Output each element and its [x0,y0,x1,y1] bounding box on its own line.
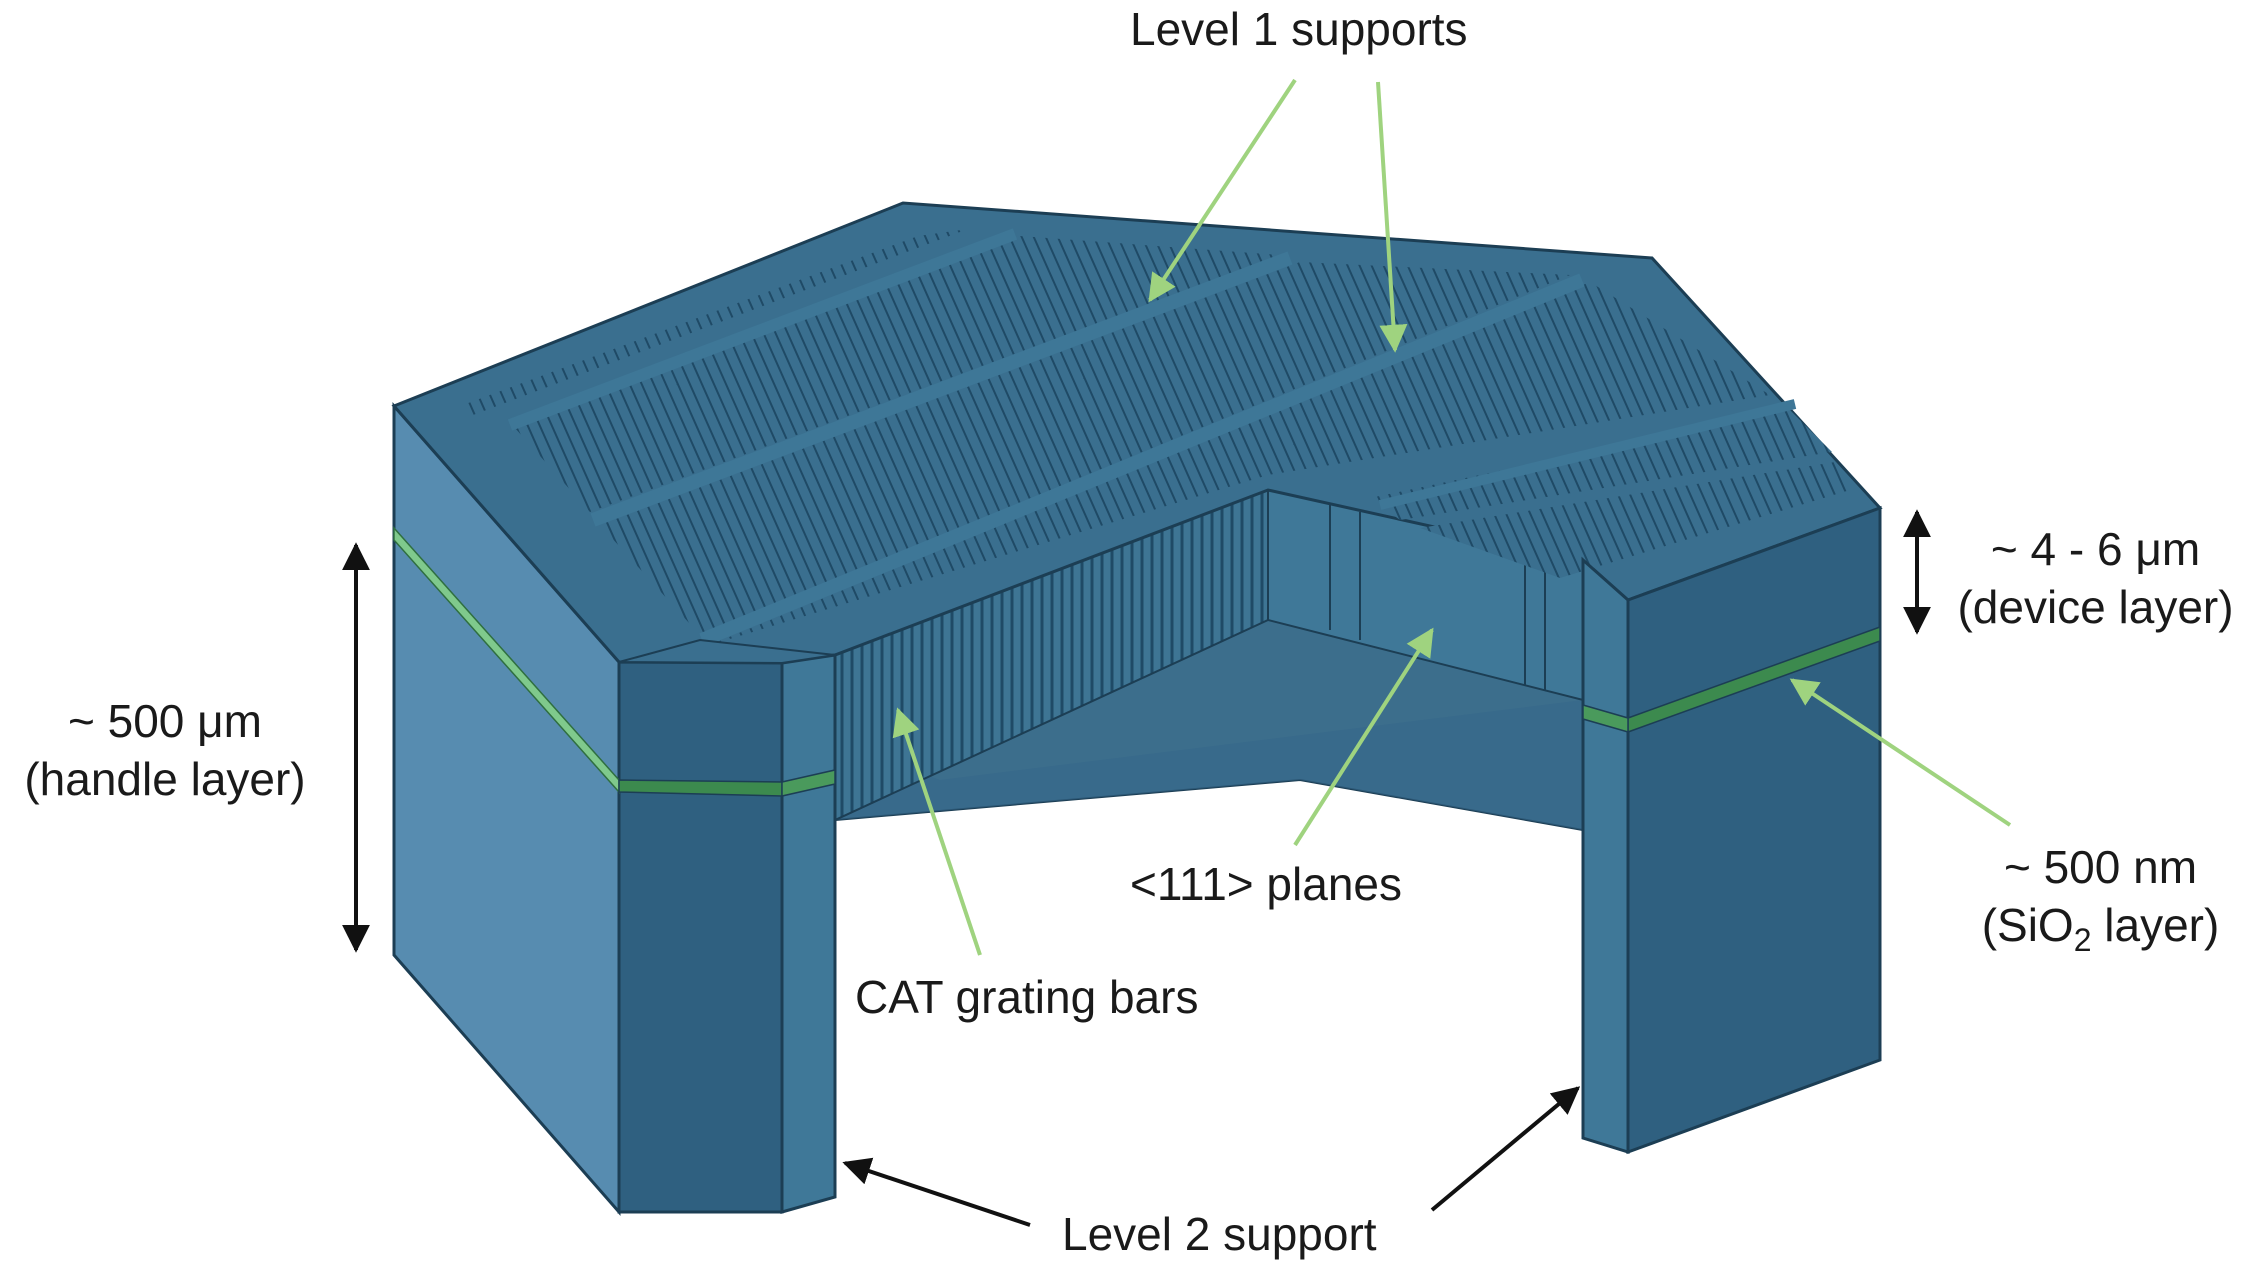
level1-beam [1378,399,1797,510]
level2-arrow-left [842,1157,1031,1227]
grating-panel [515,236,1280,512]
planes-arrow [1293,627,1434,847]
grating-panel [710,282,1770,645]
device-layer-label: ~ 4 - 6 μm (device layer) [1957,523,2234,633]
left-pillar-side [780,653,837,1214]
oxide-arrow [1789,678,2012,827]
left-pillar-front [617,660,784,1214]
right-pillar-front [1626,505,1882,1155]
left-pillar-cap [618,638,836,665]
level2-arrow-right [1430,1086,1581,1212]
inner-floor [835,700,1583,830]
level1-arrow-right [1376,81,1408,353]
oxide-band-right-side [1582,704,1629,733]
grating-panel [463,229,968,415]
grating-structure [391,201,1883,1216]
right-pillar-side [1581,556,1630,1155]
level2-support-label: Level 2 support [1062,1208,1377,1260]
cat-bars-arrow [892,707,982,956]
oxide-band-left-inner [781,769,836,797]
callout-arrows [342,78,2012,1227]
grating-panel [1420,462,1850,578]
oxide-layer-label: ~ 500 nm (SiO2 layer) [1981,841,2220,959]
level1-beam [507,228,1018,431]
handle-layer-label: ~ 500 μm (handle layer) [24,695,306,805]
level1-supports-label: Level 1 supports [1130,3,1468,55]
grating-panel [600,262,1570,635]
cat-bars-label: CAT grating bars [855,971,1199,1023]
level1-beam [699,273,1585,647]
grating-panel [1370,410,1832,520]
level1-arrow-left [1148,78,1297,303]
planes-label: <111> planes [1130,858,1402,910]
